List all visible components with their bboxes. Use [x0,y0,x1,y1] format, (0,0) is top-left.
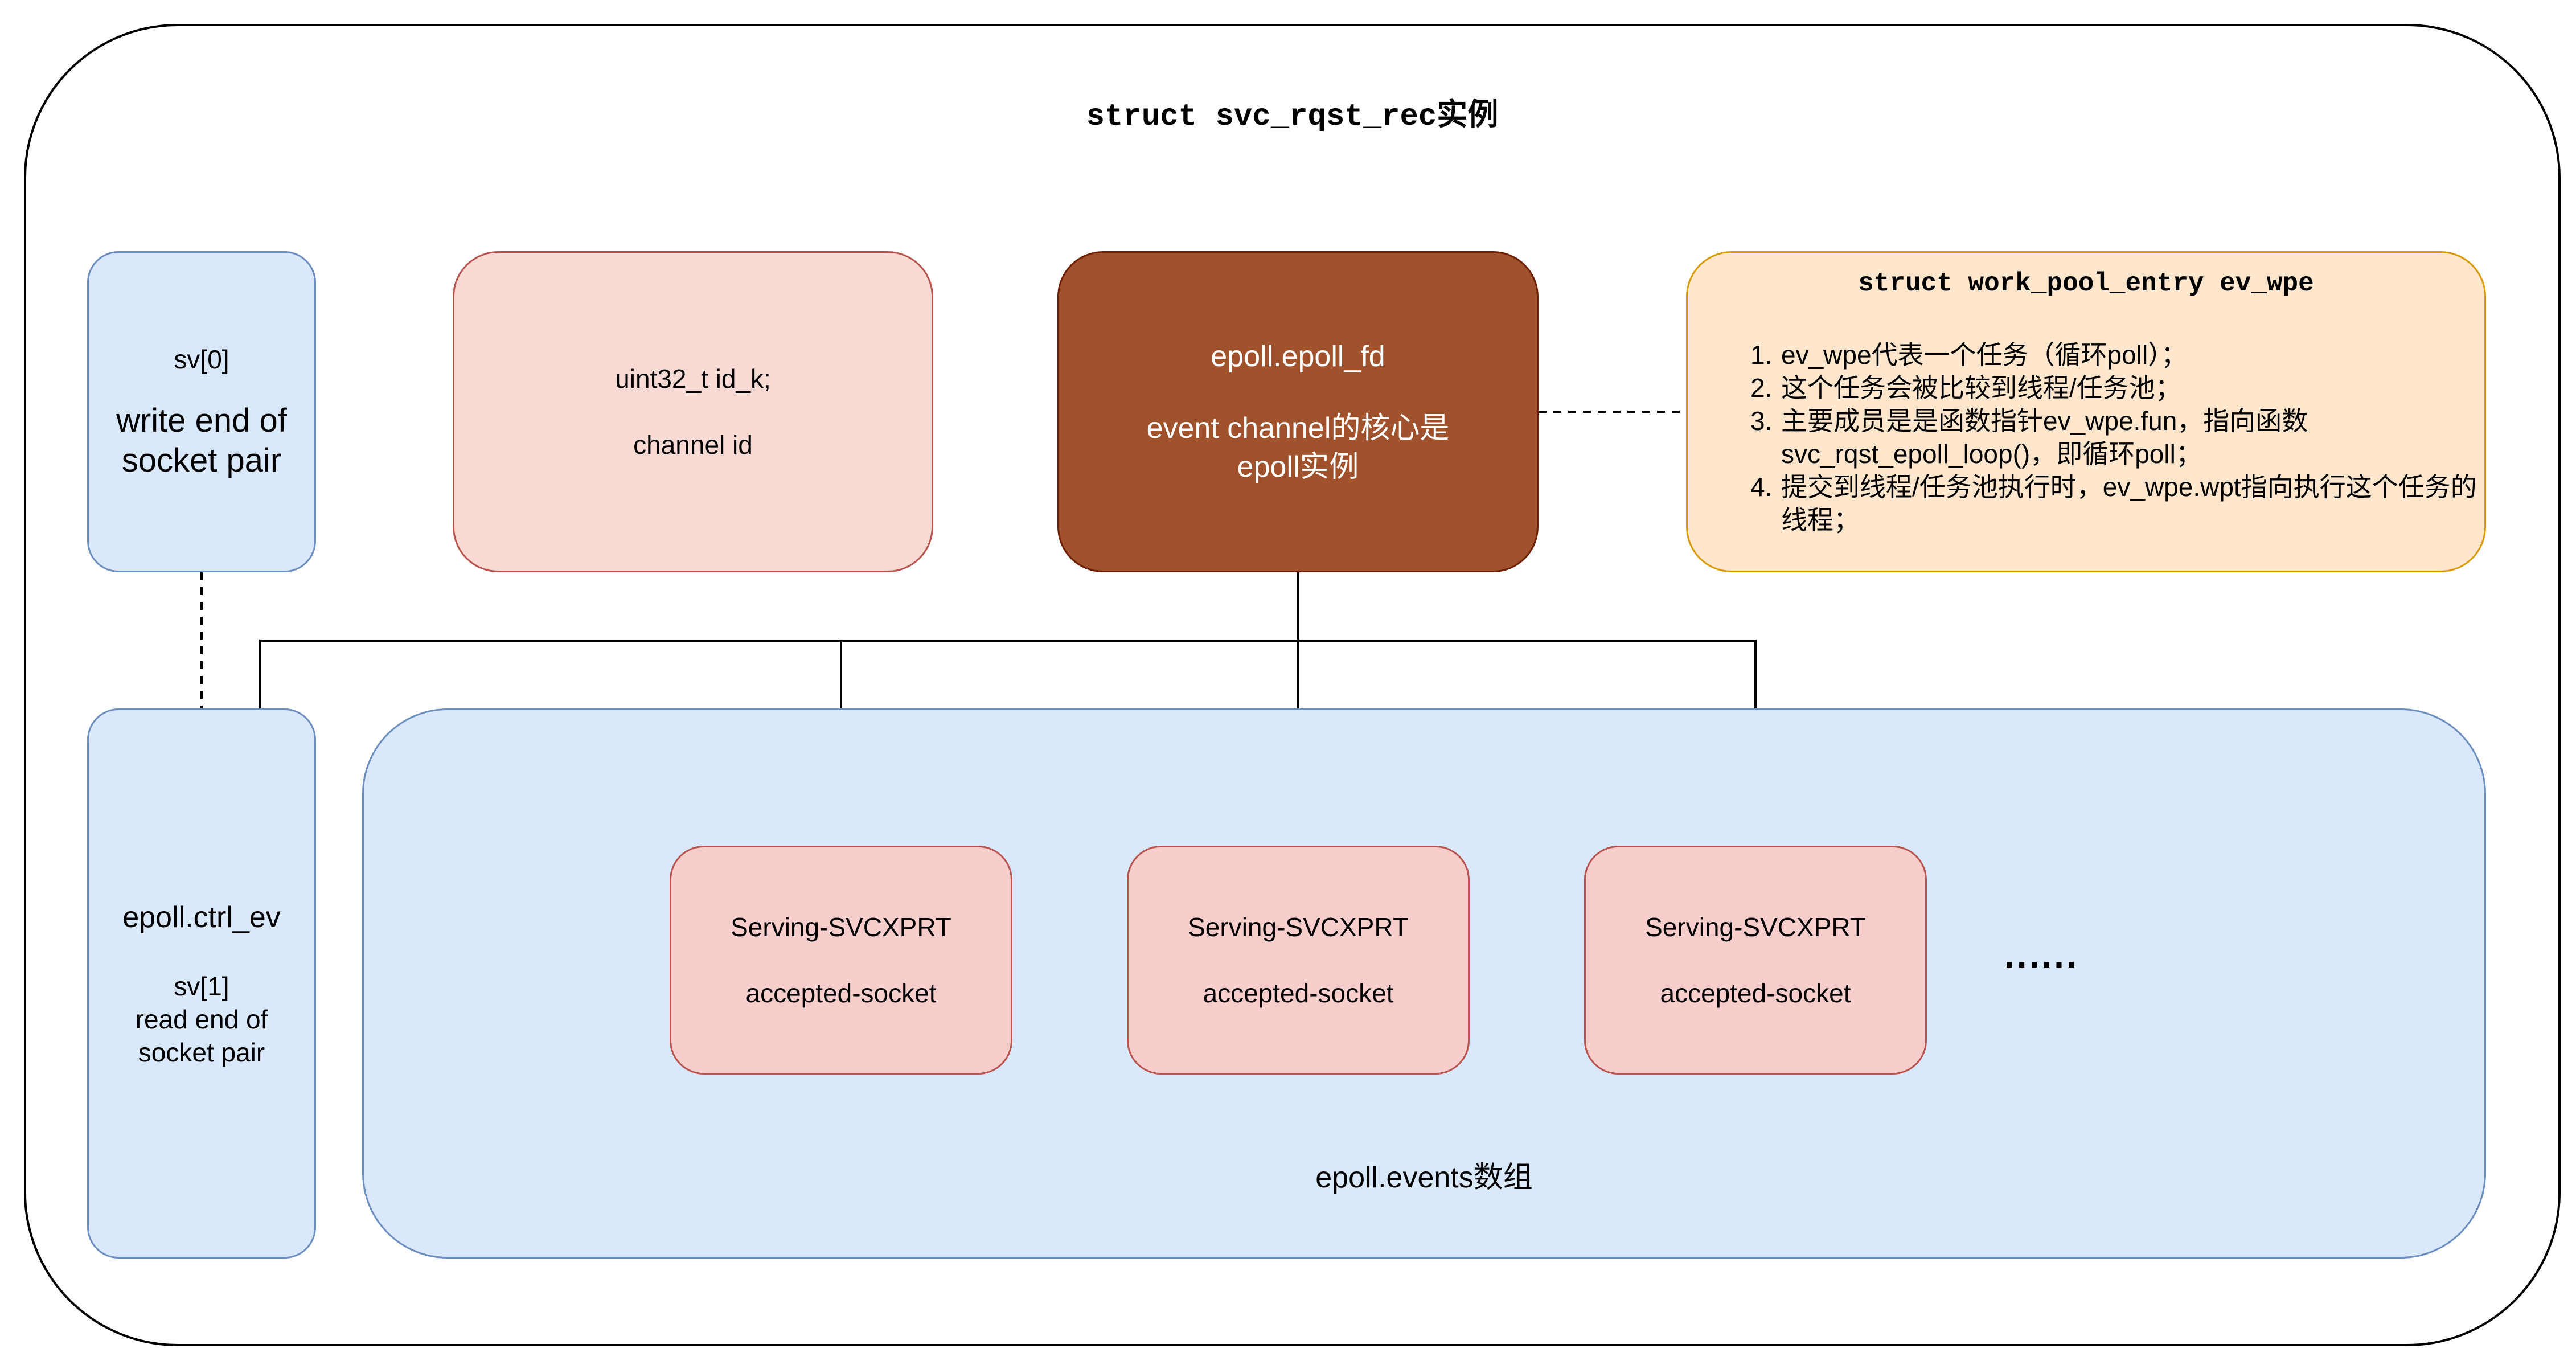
serving-svcxprt-label: Serving-SVCXPRT [1645,912,1866,942]
wpe-item: 4.提交到线程/任务池执行时，ev_wpe.wpt指向执行这个任务的线程； [1750,472,2477,535]
epoll-fd-desc-line2: epoll实例 [1237,450,1359,483]
wpe-item: 3.主要成员是是函数指针ev_wpe.fun，指向函数 svc_rqst_epo… [1750,406,2308,469]
channel-id-label: channel id [633,430,753,460]
serving-svcxprt-box: Serving-SVCXPRT accepted-socket [1127,846,1470,1075]
work-pool-entry-box: struct work_pool_entry ev_wpe 1.ev_wpe代表… [1686,251,2486,572]
wpe-item: 1.ev_wpe代表一个任务（循环poll）； [1750,340,2188,370]
more-entries-ellipsis: ...... [2004,934,2079,975]
epoll-fd-box: epoll.epoll_fd event channel的核心是 epoll实例 [1057,251,1539,572]
accepted-socket-label: accepted-socket [745,978,937,1008]
sv1-desc-line2: socket pair [138,1038,265,1067]
ctrl-ev-box: epoll.ctrl_ev sv[1] read end of socket p… [87,708,316,1259]
wpe-item: 2.这个任务会被比较到线程/任务池； [1750,373,2181,403]
channel-id-box: uint32_t id_k; channel id [453,251,933,572]
sv0-label: sv[0] [174,345,229,374]
diagram-title: struct svc_rqst_rec实例 [1086,100,1499,134]
serving-svcxprt-label: Serving-SVCXPRT [1188,912,1409,942]
work-pool-entry-title: struct work_pool_entry ev_wpe [1858,269,2314,298]
sv0-write-end-box: sv[0] write end of socket pair [87,251,316,572]
sv1-desc-line1: read end of [135,1005,268,1034]
epoll-events-label: epoll.events数组 [1315,1161,1533,1194]
serving-svcxprt-box: Serving-SVCXPRT accepted-socket [1584,846,1927,1075]
sv1-label: sv[1] [174,972,229,1001]
serving-svcxprt-box: Serving-SVCXPRT accepted-socket [670,846,1012,1075]
ctrl-ev-label: epoll.ctrl_ev [122,901,281,934]
accepted-socket-label: accepted-socket [1203,978,1394,1008]
work-pool-entry-list: 1.ev_wpe代表一个任务（循环poll）； 2.这个任务会被比较到线程/任务… [1750,338,2484,536]
epoll-fd-label: epoll.epoll_fd [1211,340,1385,373]
id-k-field: uint32_t id_k; [615,364,771,394]
accepted-socket-label: accepted-socket [1660,978,1851,1008]
epoll-fd-desc-line1: event channel的核心是 [1146,412,1450,445]
sv0-desc-line1: write end of [116,402,287,439]
serving-svcxprt-label: Serving-SVCXPRT [731,912,951,942]
sv0-desc-line2: socket pair [121,442,282,479]
